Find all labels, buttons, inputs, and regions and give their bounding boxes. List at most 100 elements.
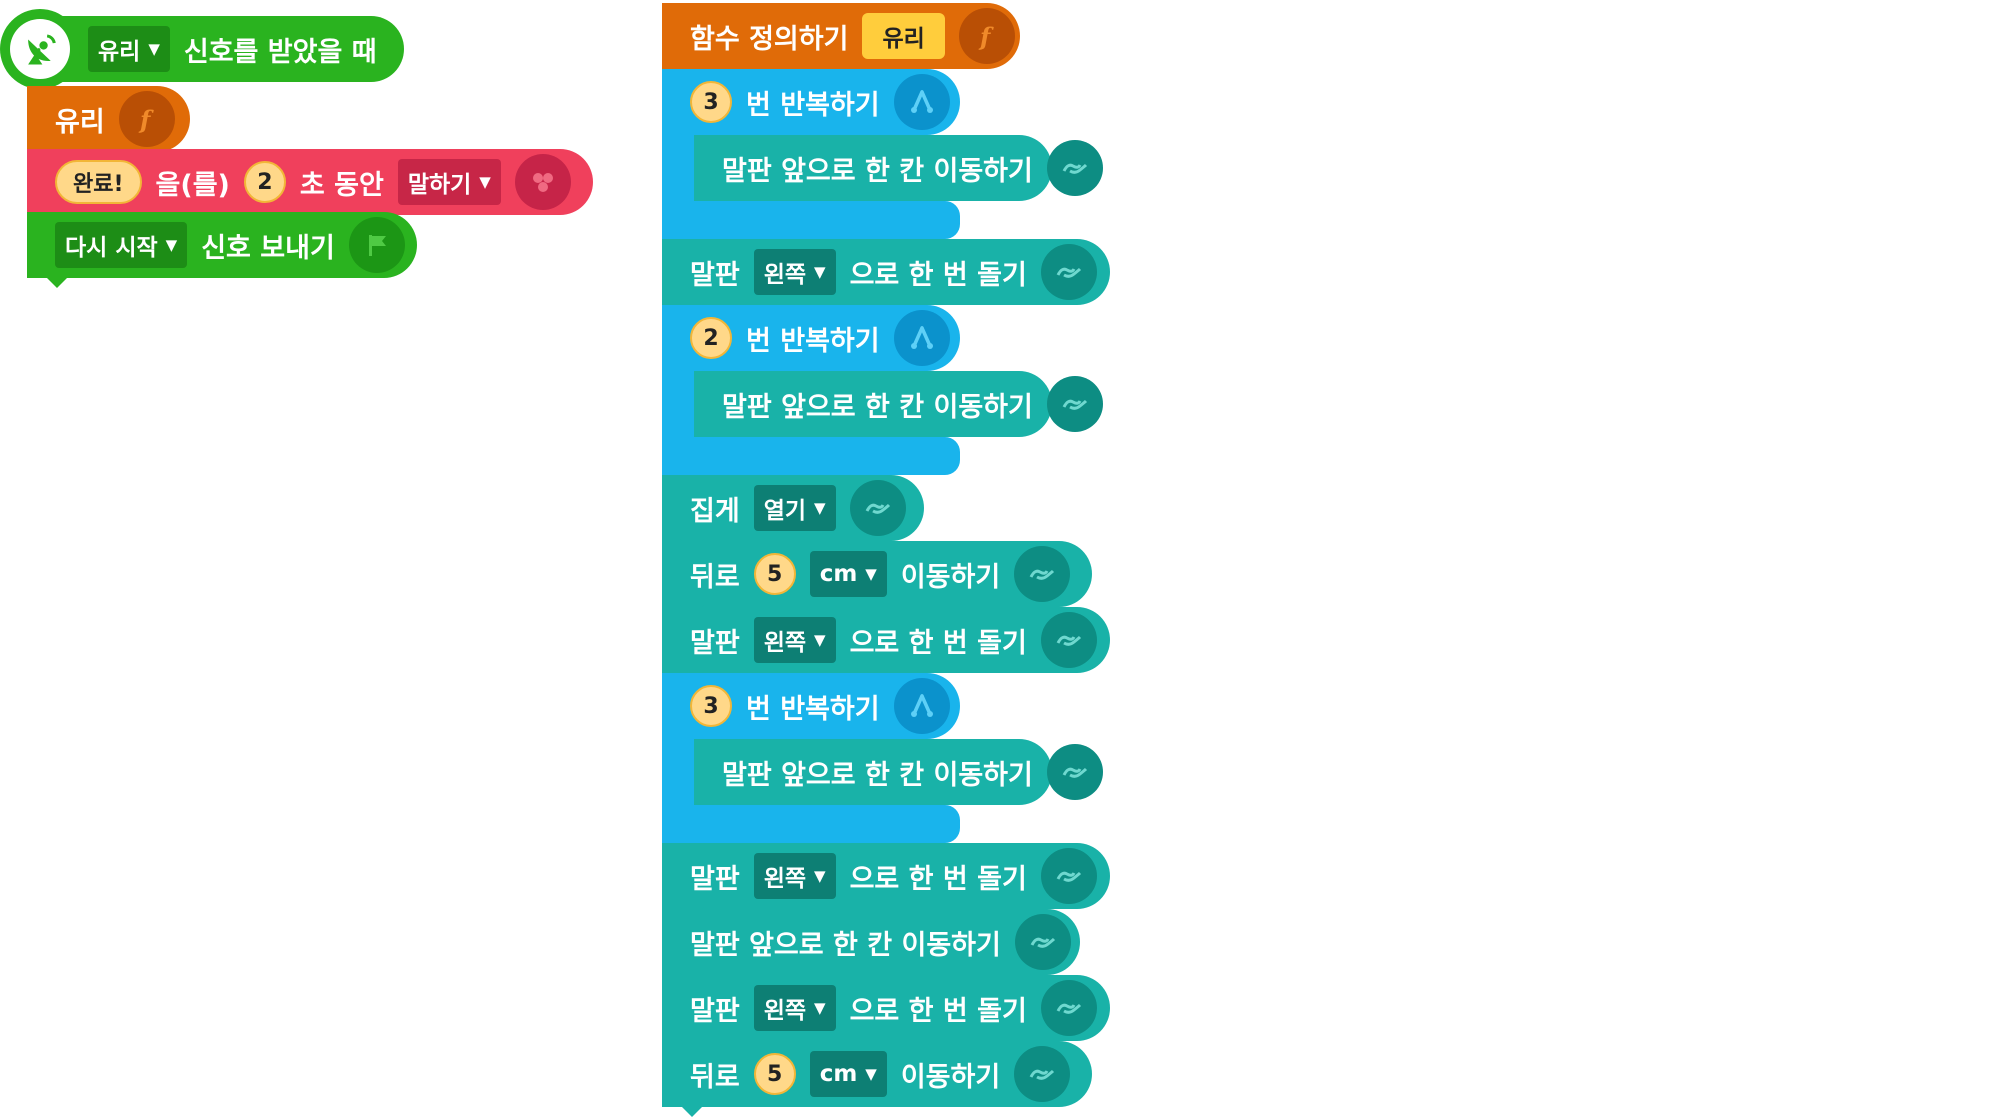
hardware-link-icon [1046,376,1103,432]
gripper-action-dropdown-value: 열기 [763,498,807,524]
back-unit-dropdown[interactable]: cm ▼ [809,1051,887,1097]
signal-dropdown[interactable]: 유리 ▼ [88,26,170,72]
chevron-down-icon: ▼ [814,999,826,1017]
back-move-label: 이동하기 [900,1061,1001,1093]
back-label: 뒤로 [690,561,740,593]
event-hat-icon-wrapper [0,9,80,89]
hardware-link-icon [1014,1046,1071,1102]
repeat-label: 번 반복하기 [746,693,880,725]
svg-text:f: f [978,22,994,51]
back-amount-input[interactable]: 5 [753,553,796,595]
say-mode-dropdown[interactable]: 말하기 ▼ [397,159,501,205]
turn-prefix-label: 말판 [690,259,740,291]
turn-prefix-label: 말판 [690,627,740,659]
say-seconds-input[interactable]: 2 [243,161,286,203]
chevron-down-icon: ▼ [814,499,826,517]
hardware-link-icon [1014,546,1071,602]
repeat-branch-icon [893,310,950,366]
repeat-block[interactable]: 2 번 반복하기 [662,305,960,381]
chevron-down-icon: ▼ [148,40,160,58]
turn-direction-dropdown-value: 왼쪽 [763,262,807,288]
call-function-block[interactable]: 유리 f [27,86,190,162]
turn-direction-dropdown[interactable]: 왼쪽 ▼ [753,249,836,295]
say-mode-value: 말하기 [407,172,472,198]
turn-board-block[interactable]: 말판 왼쪽 ▼ 으로 한 번 돌기 [662,239,1110,315]
chevron-down-icon: ▼ [814,867,826,885]
chevron-down-icon: ▼ [814,631,826,649]
back-move-label: 이동하기 [900,561,1001,593]
repeat-branch-icon [893,74,950,130]
call-function-name: 유리 [55,106,105,138]
send-signal-label: 신호 보내기 [201,232,335,264]
repeat-block[interactable]: 3 번 반복하기 [662,69,960,145]
when-signal-label: 신호를 받았을 때 [183,36,377,68]
hardware-link-icon [1040,612,1097,668]
repeat-foot [662,437,960,475]
back-unit-dropdown[interactable]: cm ▼ [809,551,887,597]
repeat-label: 번 반복하기 [746,325,880,357]
repeat-count-input[interactable]: 3 [690,685,732,727]
repeat-count-input[interactable]: 3 [690,81,732,123]
repeat-block[interactable]: 3 번 반복하기 [662,673,960,749]
turn-direction-dropdown-value: 왼쪽 [763,866,807,892]
turn-direction-dropdown[interactable]: 왼쪽 ▼ [753,853,836,899]
gripper-block[interactable]: 집게 열기 ▼ [662,475,924,551]
chevron-down-icon: ▼ [165,236,178,254]
move-back-block[interactable]: 뒤로 5 cm ▼ 이동하기 [662,541,1092,617]
chevron-down-icon: ▼ [814,263,826,281]
back-unit-dropdown-value: cm [819,1061,858,1087]
send-signal-dropdown[interactable]: 다시 시작 ▼ [55,222,188,268]
turn-label: 으로 한 번 돌기 [849,627,1027,659]
move-board-forward-block[interactable]: 말판 앞으로 한 칸 이동하기 [694,135,1103,211]
speech-dots-icon [514,154,571,210]
move-board-forward-block[interactable]: 말판 앞으로 한 칸 이동하기 [694,371,1103,447]
send-signal-block[interactable]: 다시 시작 ▼ 신호 보내기 [27,212,417,288]
turn-direction-dropdown-value: 왼쪽 [763,630,807,656]
say-text-input[interactable]: 완료! [55,160,142,204]
turn-label: 으로 한 번 돌기 [849,863,1027,895]
gripper-label: 집게 [690,495,740,527]
say-particle-label: 을(를) [155,169,230,201]
hardware-link-icon [1040,980,1097,1036]
forward-label: 말판 앞으로 한 칸 이동하기 [722,759,1033,791]
flag-icon [348,217,405,273]
say-for-seconds-block[interactable]: 완료! 을(를) 2 초 동안 말하기 ▼ [27,149,593,225]
move-board-forward-block[interactable]: 말판 앞으로 한 칸 이동하기 [662,909,1080,985]
repeat-label: 번 반복하기 [746,89,880,121]
chevron-down-icon: ▼ [865,565,877,583]
forward-label: 말판 앞으로 한 칸 이동하기 [690,929,1001,961]
forward-label: 말판 앞으로 한 칸 이동하기 [722,155,1033,187]
say-duration-label: 초 동안 [299,169,384,201]
chevron-down-icon: ▼ [479,173,491,191]
define-function-label: 함수 정의하기 [690,23,849,55]
back-unit-dropdown-value: cm [819,561,858,587]
hardware-link-icon [1014,914,1071,970]
hardware-link-icon [849,480,906,536]
define-function-block[interactable]: 함수 정의하기 유리 f [662,3,1020,69]
turn-direction-dropdown[interactable]: 왼쪽 ▼ [753,985,836,1031]
turn-board-block[interactable]: 말판 왼쪽 ▼ 으로 한 번 돌기 [662,607,1110,683]
define-function-name[interactable]: 유리 [862,13,945,59]
gripper-action-dropdown[interactable]: 열기 ▼ [753,485,836,531]
satellite-dish-icon [10,19,70,79]
svg-text:f: f [138,105,154,134]
chevron-down-icon: ▼ [865,1065,877,1083]
send-signal-value: 다시 시작 [65,235,158,261]
turn-label: 으로 한 번 돌기 [849,259,1027,291]
turn-direction-dropdown-value: 왼쪽 [763,998,807,1024]
hardware-link-icon [1046,140,1103,196]
turn-direction-dropdown[interactable]: 왼쪽 ▼ [753,617,836,663]
back-amount-input[interactable]: 5 [753,1053,796,1095]
forward-label: 말판 앞으로 한 칸 이동하기 [722,391,1033,423]
hardware-link-icon [1046,744,1103,800]
move-board-forward-block[interactable]: 말판 앞으로 한 칸 이동하기 [694,739,1103,815]
when-signal-received-block[interactable]: 유리 ▼ 신호를 받았을 때 [20,16,404,82]
turn-label: 으로 한 번 돌기 [849,995,1027,1027]
repeat-foot [662,805,960,843]
repeat-count-input[interactable]: 2 [690,317,732,359]
function-f-icon: f [958,8,1015,64]
